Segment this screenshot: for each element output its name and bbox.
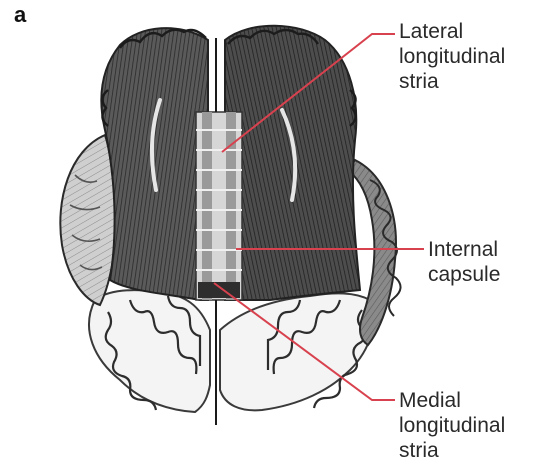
- corpus-callosum: [196, 112, 242, 300]
- label-internal-capsule: Internal capsule: [428, 237, 500, 287]
- left-temporal-lobe: [60, 135, 115, 305]
- right-hemisphere: [225, 26, 360, 300]
- label-medial-longitudinal-stria: Medial longitudinal stria: [399, 388, 505, 463]
- panel-letter: a: [14, 2, 26, 28]
- left-hemisphere: [101, 28, 208, 300]
- label-lateral-longitudinal-stria: Lateral longitudinal stria: [399, 19, 505, 94]
